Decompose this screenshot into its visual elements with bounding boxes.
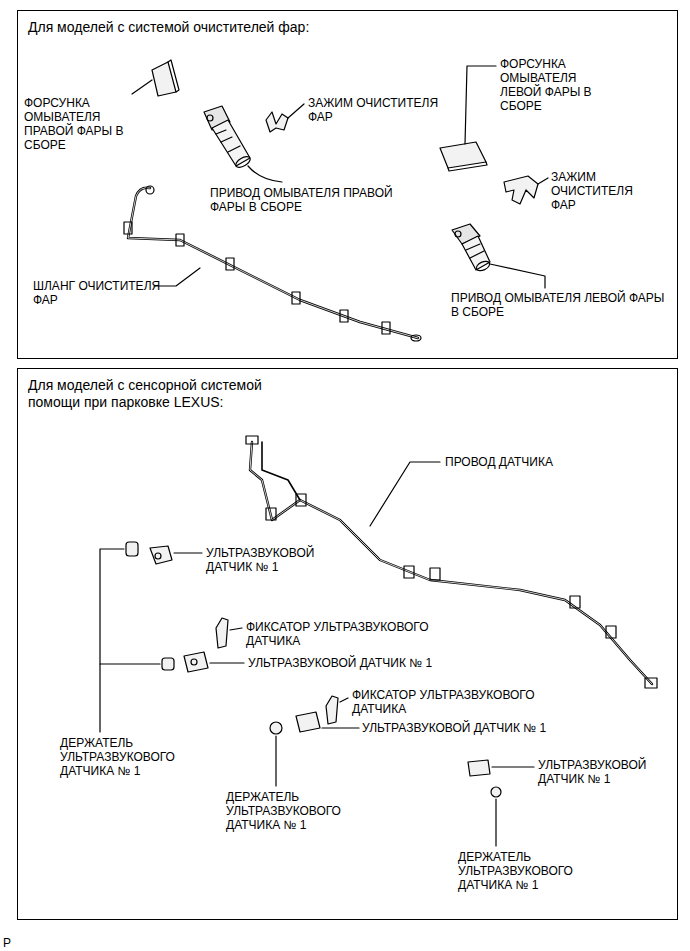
left-actuator [452, 224, 491, 273]
leader-line [100, 549, 124, 732]
part-name: ПРИВОД ОМЫВАТЕЛЯ ПРАВОЙ ФАРЫ В СБОРЕ [210, 186, 425, 214]
part-name: ДЕРЖАТЕЛЬ УЛЬТРАЗВУКОВОГО ДАТЧИКА № 1 [226, 790, 366, 832]
leader-line [275, 736, 276, 786]
leader-line [132, 80, 152, 94]
leader-line [174, 552, 202, 553]
part-name: УЛЬТРАЗВУКОВОЙ ДАТЧИК № 1 [248, 656, 432, 670]
left-clip [504, 176, 538, 204]
right-actuator [204, 106, 252, 169]
leader-line [465, 66, 496, 144]
panel-frame: Для моделей с сенсорной системой помощи … [17, 368, 678, 920]
part-name: ФОРСУНКА ОМЫВАТЕЛЯ ПРАВОЙ ФАРЫ В СБОРЕ [24, 96, 132, 152]
panel-heading: Для моделей с сенсорной системой помощи … [28, 377, 298, 411]
sensor-set [468, 760, 501, 797]
part-name: ЗАЖИМ ОЧИСТИТЕЛЯ ФАР [308, 96, 453, 124]
part-name: ПРОВОД ДАТЧИКА [445, 455, 553, 469]
part-name: УЛЬТРАЗВУКОВОЙ ДАТЧИК № 1 [206, 546, 346, 574]
sensor-set [162, 618, 228, 672]
panel-heading: Для моделей с системой очистителей фар: [28, 19, 677, 36]
leader-line [230, 628, 242, 630]
part-name: ФИКСАТОР УЛЬТРАЗВУКОВОГО ДАТЧИКА [352, 688, 577, 716]
leader-line [100, 663, 160, 664]
leader-line [538, 178, 548, 184]
leader-line [288, 104, 304, 118]
part-name: ДЕРЖАТЕЛЬ УЛЬТРАЗВУКОВОГО ДАТЧИКА № 1 [458, 850, 598, 892]
leader-line [210, 662, 244, 663]
sensor-set [126, 542, 172, 564]
part-name: ФОРСУНКА ОМЫВАТЕЛЯ ЛЕВОЙ ФАРЫ В СБОРЕ [500, 57, 608, 113]
leader-line [248, 166, 282, 182]
leader-line [322, 727, 359, 728]
sensor-wire [246, 436, 657, 688]
part-name: ПРИВОД ОМЫВАТЕЛЯ ЛЕВОЙ ФАРЫ В СБОРЕ [451, 291, 666, 319]
right-nozzle [152, 60, 179, 96]
leader-line [495, 799, 496, 846]
leader-line [492, 766, 534, 767]
part-name: ЗАЖИМ ОЧИСТИТЕЛЯ ФАР [551, 170, 651, 212]
leader-line [154, 268, 200, 286]
part-name: УЛЬТРАЗВУКОВОЙ ДАТЧИК № 1 [362, 721, 546, 735]
right-clip [266, 112, 288, 132]
left-nozzle [440, 142, 487, 171]
leader-line [490, 264, 545, 288]
part-name: УЛЬТРАЗВУКОВОЙ ДАТЧИК № 1 [538, 758, 678, 786]
part-name: ФИКСАТОР УЛЬТРАЗВУКОВОГО ДАТЧИКА [246, 620, 471, 648]
part-name: ШЛАНГ ОЧИСТИТЕЛЯ ФАР [33, 279, 173, 307]
part-name: ДЕРЖАТЕЛЬ УЛЬТРАЗВУКОВОГО ДАТЧИКА № 1 [60, 736, 200, 778]
page-mark: P [3, 936, 11, 950]
leader-line [340, 698, 348, 702]
leader-line [370, 462, 440, 526]
